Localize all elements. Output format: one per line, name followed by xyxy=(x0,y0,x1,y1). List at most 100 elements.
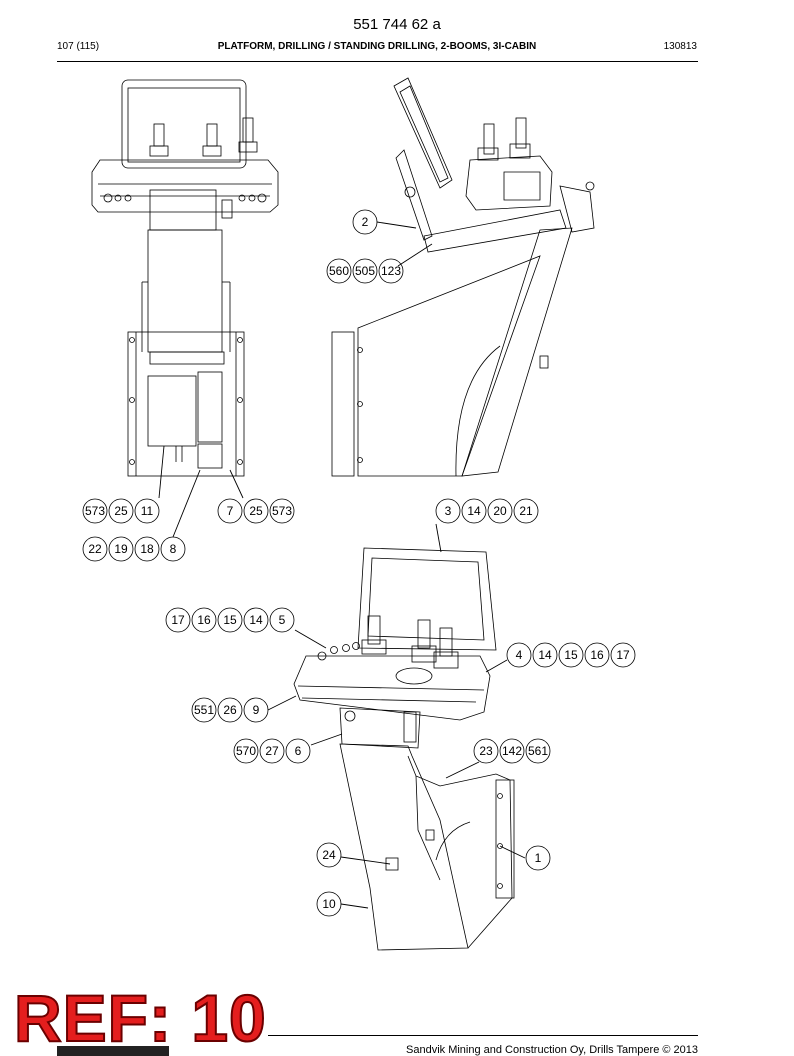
callout-group-side-single: 2 xyxy=(352,209,378,235)
callout-4: 4 xyxy=(516,648,523,662)
callout-10: 10 xyxy=(322,897,336,911)
front-bracket-pin xyxy=(221,199,233,219)
callout-26: 26 xyxy=(223,703,237,717)
iso-bracket xyxy=(339,707,421,749)
callout-20: 20 xyxy=(493,504,507,518)
callout-25-a: 25 xyxy=(114,504,128,518)
side-arm-knob xyxy=(404,186,416,198)
ref-stamp: REF: 10 xyxy=(13,981,267,1055)
front-joysticks xyxy=(149,117,258,157)
callout-16-b: 16 xyxy=(590,648,604,662)
callout-15-a: 15 xyxy=(223,613,237,627)
callout-1: 1 xyxy=(535,851,542,865)
callout-2: 2 xyxy=(362,215,369,229)
front-base-plate xyxy=(127,331,245,477)
iso-console xyxy=(293,655,491,721)
iso-joysticks xyxy=(361,615,459,669)
front-terminal-box xyxy=(197,443,223,469)
callout-bubbles: 573 25 11 7 25 573 22 19 18 8 2 560 505 … xyxy=(82,209,636,917)
side-console xyxy=(465,155,553,211)
callout-123: 123 xyxy=(381,264,401,278)
footer-copyright: Sandvik Mining and Construction Oy, Dril… xyxy=(406,1044,698,1056)
iso-monitor-frame xyxy=(357,547,497,651)
callout-11: 11 xyxy=(141,504,154,518)
front-monitor-frame xyxy=(121,79,247,169)
front-monitor-screen xyxy=(127,87,241,163)
front-column xyxy=(147,229,223,353)
side-view xyxy=(331,77,595,477)
front-console-knobs xyxy=(103,193,267,203)
callout-group-front-row-a: 573 25 11 xyxy=(82,498,160,524)
callout-group-iso-right-low: 23 142 561 xyxy=(473,738,551,764)
side-joysticks xyxy=(477,117,531,161)
callout-19: 19 xyxy=(114,542,128,556)
front-view xyxy=(91,79,279,477)
front-junction-box xyxy=(147,375,197,447)
callout-15-b: 15 xyxy=(564,648,578,662)
callout-14-a: 14 xyxy=(467,504,481,518)
iso-view xyxy=(293,547,515,951)
callout-142: 142 xyxy=(502,744,522,758)
callout-group-iso-right: 4 14 15 16 17 xyxy=(506,642,636,668)
callout-560: 560 xyxy=(329,264,349,278)
callout-6: 6 xyxy=(295,744,302,758)
callout-573-a: 573 xyxy=(85,504,105,518)
iso-mount-plate xyxy=(495,779,515,899)
callout-18: 18 xyxy=(140,542,154,556)
callout-group-iso-singles: 24 1 10 xyxy=(316,842,551,917)
callout-5: 5 xyxy=(279,613,286,627)
front-console-lines xyxy=(98,183,272,197)
callout-group-side-row: 560 505 123 xyxy=(326,258,404,284)
callout-21: 21 xyxy=(519,504,533,518)
side-rail xyxy=(423,209,567,253)
callout-8: 8 xyxy=(170,542,177,556)
callout-3: 3 xyxy=(445,504,452,518)
callout-573-b: 573 xyxy=(272,504,292,518)
document-title: PLATFORM, DRILLING / STANDING DRILLING, … xyxy=(217,41,537,52)
front-base-holes xyxy=(129,337,243,465)
callout-group-iso-top: 3 14 20 21 xyxy=(435,498,539,524)
page-number: 107 (115) xyxy=(57,41,100,52)
callout-group-iso-left-low: 570 27 6 xyxy=(233,738,311,764)
callout-27: 27 xyxy=(265,744,279,758)
header-row: 107 (115) PLATFORM, DRILLING / STANDING … xyxy=(57,41,697,55)
callout-14-c: 14 xyxy=(538,648,552,662)
callout-group-iso-left-mid: 551 26 9 xyxy=(191,697,269,723)
callout-14-b: 14 xyxy=(249,613,263,627)
callout-22: 22 xyxy=(88,542,102,556)
leader-lines xyxy=(158,221,526,909)
side-monitor-arm xyxy=(395,149,433,241)
front-console xyxy=(91,159,279,213)
side-mount-plate xyxy=(331,331,355,477)
callout-561: 561 xyxy=(528,744,548,758)
callout-9: 9 xyxy=(253,703,260,717)
callout-570: 570 xyxy=(236,744,256,758)
callout-17-b: 17 xyxy=(616,648,630,662)
side-monitor xyxy=(393,77,453,189)
iso-column xyxy=(339,743,469,951)
company-logo xyxy=(57,1046,169,1056)
callout-group-iso-left-top: 17 16 15 14 5 xyxy=(165,607,295,633)
callout-551: 551 xyxy=(194,703,214,717)
side-control-box xyxy=(559,185,595,233)
side-pillar xyxy=(461,227,573,477)
front-relay-box xyxy=(197,371,223,443)
document-number: 551 744 62 a xyxy=(353,16,441,33)
side-base-panel xyxy=(357,255,541,477)
front-lower-flange xyxy=(149,351,225,365)
callout-23: 23 xyxy=(479,744,493,758)
footer-rule xyxy=(268,1035,698,1036)
callout-group-front-row-b: 7 25 573 xyxy=(217,498,295,524)
callout-16-a: 16 xyxy=(197,613,211,627)
iso-monitor-screen xyxy=(367,557,485,641)
callout-25-b: 25 xyxy=(249,504,263,518)
callout-7: 7 xyxy=(227,504,234,518)
callout-group-front-row-c: 22 19 18 8 xyxy=(82,536,186,562)
callout-505: 505 xyxy=(355,264,375,278)
document-date: 130813 xyxy=(663,41,697,52)
iso-knobs xyxy=(317,642,360,661)
callout-24: 24 xyxy=(322,848,336,862)
callout-17-a: 17 xyxy=(171,613,185,627)
header-rule xyxy=(57,61,698,62)
